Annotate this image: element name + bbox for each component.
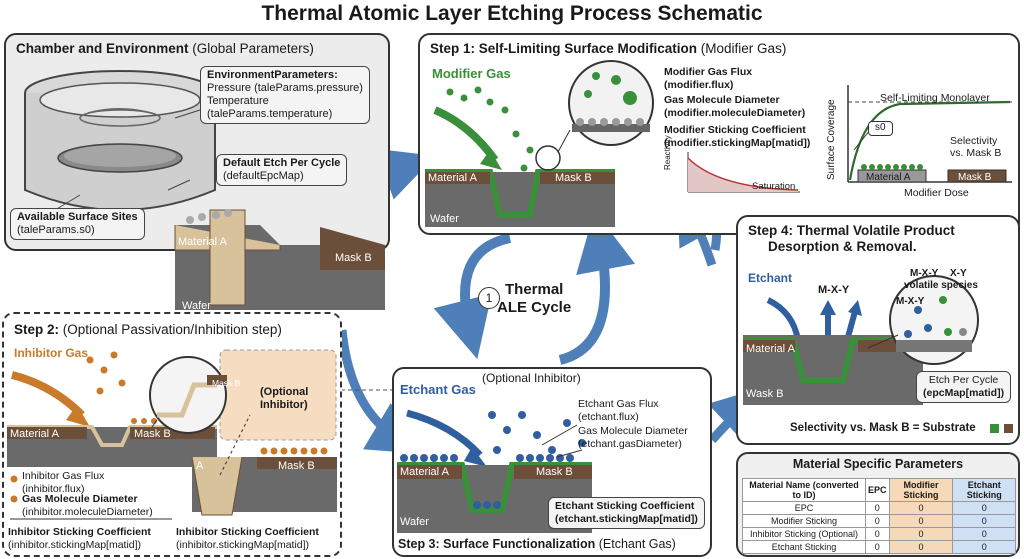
cycle-line1: Thermal [505,281,564,298]
step1-mini-ylabel: Reactivity [663,135,672,170]
table-row: Etchant Sticking 0 0 0 [742,540,1016,554]
step1-plot-ylabel: Surface Coverage [826,99,837,180]
cycle-arc-left [433,233,512,360]
step4-material-a: Material A [746,343,795,355]
cell-epc: 0 [865,514,890,528]
available-sites-callout: Available Surface Sites (taleParams.s0) [10,208,145,240]
step1-illustration [425,86,615,227]
step2-mask-b2: Mask B [278,460,315,472]
step1-plot-s0: s0 [868,121,893,136]
step2-heading: Step 2: (Optional Passivation/Inhibition… [14,322,282,337]
step1-sticking: Modifier Sticking Coefficient(modifier.s… [664,124,811,149]
cell-etchant: 0 [952,514,1016,528]
row-name: Modifier Sticking [742,514,866,528]
step3-sticking-callout: Etchant Sticking Coefficient (etchant.st… [548,497,705,529]
step4-illustration [743,275,979,405]
params-table-title: Material Specific Parameters [792,457,964,471]
cell-epc: 0 [865,540,890,554]
cycle-arc-right [558,210,636,365]
cell-etchant: 0 [952,540,1016,554]
step1-flux: Modifier Gas Flux(modifier.flux) [664,66,753,91]
step1-gas-label: Modifier Gas [432,66,511,81]
cell-epc: 0 [865,527,890,541]
step2-diameter: Gas Molecule Diameter(inhibitor.molecule… [22,493,153,518]
row-name: Inhibitor Sticking (Optional) [742,527,866,541]
cell-modifier: 0 [888,514,954,528]
params-header-epc: EPC [865,478,890,502]
step3-optional-inhibitor: (Optional Inhibitor) [482,371,581,385]
step4-zoom-volatile: volatile species [904,280,978,291]
cell-modifier: 0 [888,501,954,515]
step2-a-short: A [196,460,204,472]
row-name: Etchant Sticking [742,540,866,554]
cell-modifier: 0 [888,527,954,541]
cell-epc: 0 [865,501,890,515]
params-table-header-row: Material Name (converted to ID) EPC Modi… [742,478,1016,502]
chamber-mask-b: Mask B [335,252,372,264]
step3-diameter: Gas Molecule Diameter(etchant.gasDiamete… [578,425,688,450]
step4-zoom-mxy2: M-X-Y [896,296,925,307]
table-row: EPC 0 0 0 [742,501,1016,515]
step3-footer: Step 3: Surface Functionalization (Etcha… [398,537,676,551]
step2-flux: Inhibitor Gas Flux(inhibitor.flux) [22,470,105,495]
params-header-name: Material Name (converted to ID) [742,478,866,502]
page-title: Thermal Atomic Layer Etching Process Sch… [261,2,763,25]
chamber-wafer-block [174,209,385,310]
table-row: Modifier Sticking 0 0 0 [742,514,1016,528]
step1-mini-xlabel: Saturation [752,181,796,192]
step1-diameter: Gas Molecule Diameter(modifier.moleculeD… [664,94,806,119]
step1-reactivity-plot [687,152,800,193]
step3-flux: Etchant Gas Flux(etchant.flux) [578,398,659,423]
step1-plot-xlabel: Modifier Dose [904,187,969,199]
step3-material-a: Material A [400,466,449,478]
step4-green-swatch [990,424,999,433]
default-epc-callout: Default Etch Per Cycle (defaultEpcMap) [216,154,348,186]
params-header-etchant: Etchant Sticking [952,478,1016,502]
step3-wafer: Wafer [400,516,429,528]
params-table: Material Name (converted to ID) EPC Modi… [742,478,1016,554]
environment-parameters-callout: EnvironmentParameters: Pressure (talePar… [200,66,370,124]
step3-mask-b: Mask B [536,466,573,478]
step2-sticking-2: Inhibitor Sticking Coefficient(inhibitor… [176,526,319,551]
step4-product-label: M-X-Y [818,284,850,296]
step2-mask-b-small: Mask B [212,378,241,388]
step4-wask-b: Wask B [746,388,784,400]
step1-heading: Step 1: Self-Limiting Surface Modificati… [430,41,787,56]
step4-zoom-mxy: M-X-Y [910,268,939,279]
step2-illustration [7,349,337,520]
chamber-heading: Chamber and Environment (Global Paramete… [16,41,314,56]
step4-selectivity: Selectivity vs. Mask B = Substrate [790,422,976,434]
step4-brown-swatch [1004,424,1013,433]
step2-sticking: Inhibitor Sticking Coefficient(inhibitor… [8,526,151,551]
step3-gas-label: Etchant Gas [400,382,476,397]
step4-epc-callout: Etch Per Cycle (epcMap[matid]) [916,371,1012,403]
step4-heading: Step 4: Thermal Volatile Product Desorpt… [748,223,955,254]
step1-wafer: Wafer [430,213,459,225]
cell-modifier: 0 [888,540,954,554]
chamber-wafer: Wafer [182,300,211,312]
params-header-modifier: Modifier Sticking [888,478,954,502]
step2-material-a: Material A [10,428,59,440]
table-row: Inhibitor Sticking (Optional) 0 0 0 [742,527,1016,541]
step1-plot-curve-label: Self-Limiting Monolayer [880,92,990,104]
step1-plot-material-a: Material A [866,172,911,183]
step2-mask-b: Mask B [134,428,171,440]
chamber-material-a: Material A [178,236,227,248]
step2-gas-label: Inhibitor Gas [14,346,89,360]
row-name: EPC [742,501,866,515]
cycle-number: 1 [478,287,500,309]
step1-material-a: Material A [428,172,477,184]
step1-mask-b: Mask B [555,172,592,184]
cycle-line2: ALE Cycle [497,299,572,316]
arrow-step2-to-step3 [337,329,424,454]
step4-zoom-xy: X-Y [950,268,967,279]
cell-etchant: 0 [952,501,1016,515]
step1-plot-mask-b: Mask B [958,172,992,183]
chamber-illustration [24,70,216,211]
step1-zoom-circle [568,60,654,146]
cell-etchant: 0 [952,527,1016,541]
step4-gas-label: Etchant [748,271,793,285]
